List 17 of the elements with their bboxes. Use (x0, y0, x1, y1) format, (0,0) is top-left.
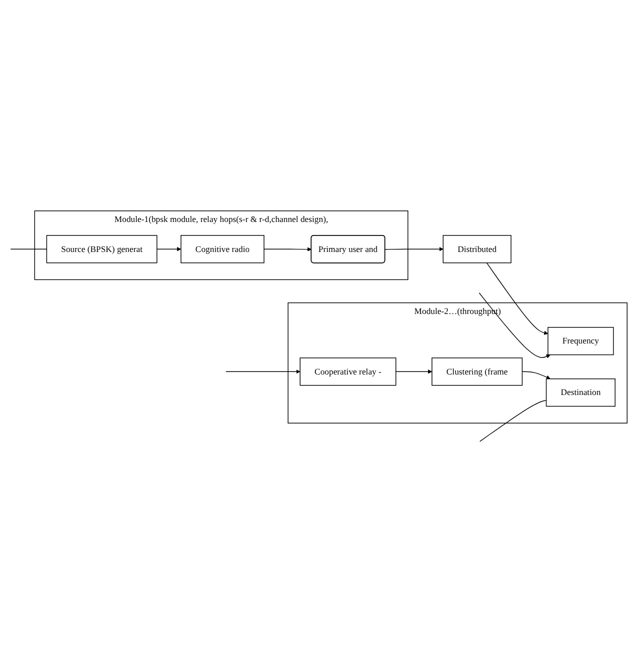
node-box: Destination (546, 378, 616, 407)
arrow (226, 370, 300, 374)
node-box: Frequency (548, 327, 614, 356)
connector (10, 248, 48, 250)
connector (479, 400, 547, 442)
node-box: Distributed (442, 235, 512, 264)
arrow (396, 370, 432, 374)
arrow (522, 371, 550, 380)
node-box: Clustering (frame (432, 358, 523, 386)
node-box: Source (BPSK) generat (46, 235, 158, 264)
node-box: Cooperative relay - (300, 358, 396, 386)
arrow (264, 247, 312, 252)
arrow (486, 262, 548, 336)
arrow (156, 247, 182, 252)
node-box: Cognitive radio (180, 235, 264, 264)
arrow (478, 292, 550, 359)
arrow (384, 247, 444, 252)
